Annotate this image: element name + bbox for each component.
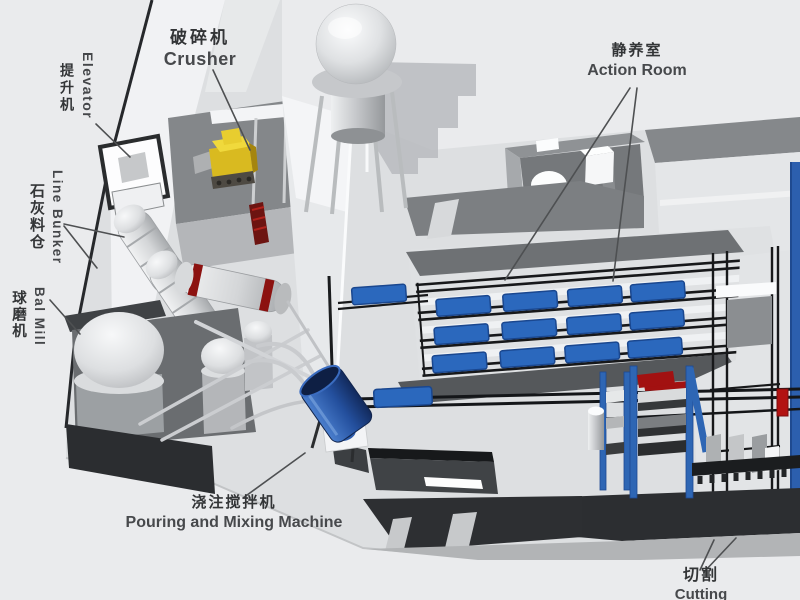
elevator-machine [97, 133, 171, 217]
red-block [637, 371, 675, 388]
crusher-label-en: Crusher [163, 49, 237, 70]
pouring-machine-label-zh: 浇注搅拌机 [191, 494, 277, 511]
ball-mill-label-zh: 球磨机 [10, 290, 26, 340]
line-bunker-label-zh: 石灰料仓 [28, 183, 45, 251]
white-cube [580, 146, 614, 156]
action-room [398, 226, 792, 404]
crusher-label-zh: 破碎机 [170, 28, 230, 47]
feed-molds [337, 283, 434, 409]
water-tower [304, 3, 408, 215]
leader-lines [49, 69, 737, 573]
blue-side-wall [790, 162, 800, 518]
action-room-label-zh: 静养室 [611, 42, 663, 59]
action-room-label: 静养室 Action Room [563, 42, 711, 81]
cutting-label-en: Cutting [674, 586, 728, 600]
line-bunker-label-en: Line Bunker [50, 170, 65, 265]
action-room-north-wall [406, 230, 744, 276]
pouring-machine-label: 浇注搅拌机 Pouring and Mixing Machine [103, 494, 365, 533]
cutting-label: 切割 Cutting [648, 566, 754, 600]
red-tower [249, 202, 269, 245]
red-post [776, 388, 789, 417]
elevator-label-zh: 提升机 [59, 63, 75, 114]
white-slab [424, 477, 483, 489]
crusher-label: 破碎机 Crusher [138, 27, 262, 71]
crusher-machine [193, 128, 258, 189]
ball-mill-machine [174, 261, 292, 315]
mold-grid [431, 280, 686, 374]
cutting-conveyor [692, 434, 800, 484]
elevator-label-en: Elevator [80, 52, 96, 120]
curing-rails [415, 256, 774, 378]
elevator-label: 提升机 Elevator [57, 52, 96, 119]
white-cylinder [588, 406, 604, 450]
action-room-south-wall [398, 354, 742, 404]
pole [327, 275, 334, 367]
pouring-mixer-machine [299, 364, 373, 463]
pouring-machine-label-en: Pouring and Mixing Machine [125, 513, 343, 531]
white-panel [536, 138, 559, 152]
mid-walls [365, 128, 644, 239]
line-bunker-label: 石灰料仓 Line Bunker [26, 170, 65, 265]
ball-mill-label: 球磨机 Bal Mill [8, 287, 47, 346]
cutting-label-zh: 切割 [682, 567, 719, 584]
dome-tank-large [74, 312, 164, 440]
action-room-label-en: Action Room [587, 61, 687, 79]
ball-mill-label-en: Bal Mill [32, 287, 47, 347]
bottom-walls [332, 442, 800, 560]
cutting-machine [588, 365, 800, 499]
